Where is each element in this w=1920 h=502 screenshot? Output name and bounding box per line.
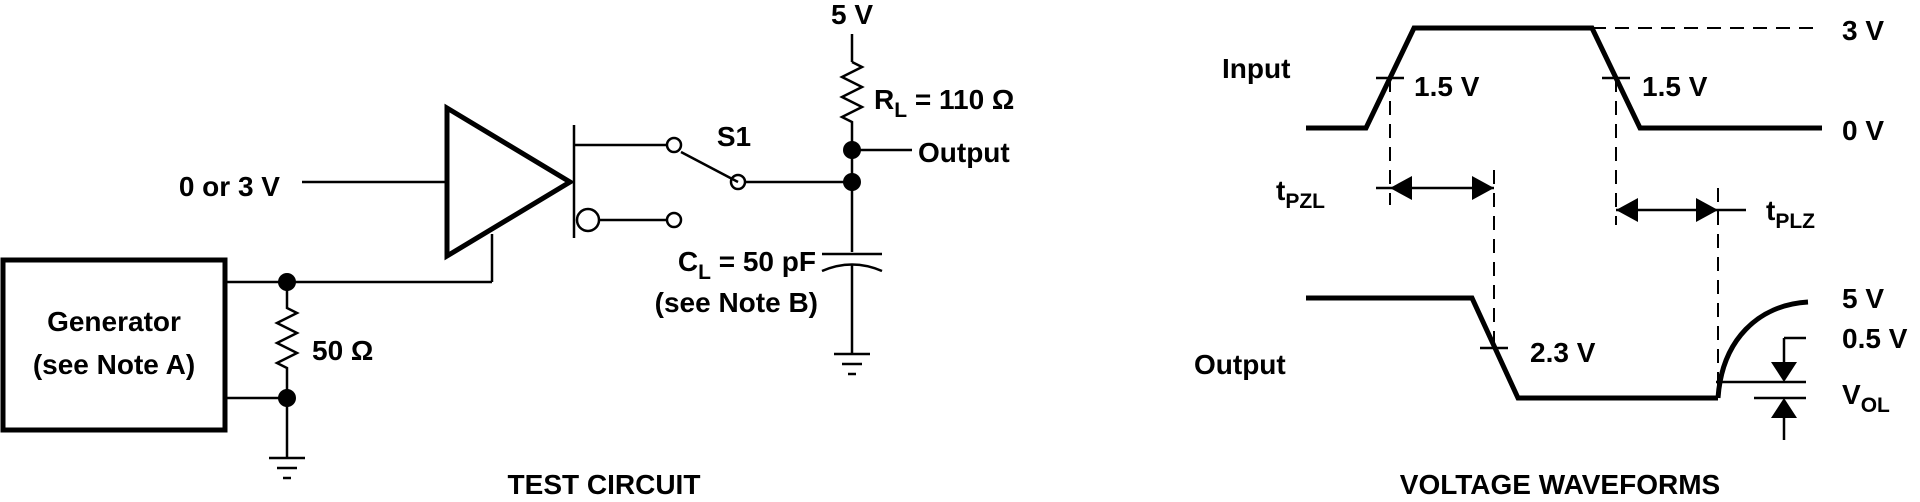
tpzl-label: tPZL — [1276, 175, 1325, 213]
vol-arrow-up — [1771, 398, 1797, 418]
voltage-waveforms: Input 3 V 0 V 1.5 V 1.5 V tPZL tPLZ Outp… — [1194, 15, 1908, 500]
ground-icon — [834, 352, 870, 376]
output-waveform — [1306, 295, 1718, 401]
cl-label: CL = 50 pF — [678, 246, 816, 284]
resistor-50-ohm — [274, 282, 300, 398]
v-5-label: 5 V — [1842, 283, 1884, 314]
ground-icon — [269, 456, 305, 480]
test-circuit: 5 V RL = 110 Ω Output S1 0 or 3 V CL = 5… — [0, 0, 1014, 500]
input-waveform — [1306, 25, 1822, 131]
v-mid-fall-label: 1.5 V — [1642, 71, 1708, 102]
v-mid-rise-label: 1.5 V — [1414, 71, 1480, 102]
v-low-label: 0 V — [1842, 115, 1884, 146]
input-level-label: 0 or 3 V — [179, 171, 280, 202]
vol-arrow-down — [1771, 362, 1797, 382]
input-waveform-label: Input — [1222, 53, 1290, 84]
v-05-label: 0.5 V — [1842, 323, 1908, 354]
output-waveform-label: Output — [1194, 349, 1286, 380]
test-circuit-caption: TEST CIRCUIT — [508, 469, 701, 500]
vol-label: VOL — [1842, 379, 1890, 417]
switch-s1 — [680, 150, 739, 184]
v-23-label: 2.3 V — [1530, 337, 1596, 368]
v-high-label: 3 V — [1842, 15, 1884, 46]
tpzl-arrow — [1390, 176, 1412, 200]
generator-label: Generator — [47, 306, 181, 337]
load-resistor-rl — [839, 60, 865, 150]
generator-note: (see Note A) — [33, 349, 195, 380]
rl-label: RL = 110 Ω — [874, 84, 1014, 122]
supply-label: 5 V — [831, 0, 873, 30]
waveforms-caption: VOLTAGE WAVEFORMS — [1400, 469, 1720, 500]
tplz-arrow — [1616, 198, 1638, 222]
generator-box — [0, 257, 228, 433]
cl-note: (see Note B) — [655, 287, 818, 318]
tplz-label: tPLZ — [1766, 195, 1815, 233]
output-node-label: Output — [918, 137, 1010, 168]
buffer-triangle — [444, 103, 575, 261]
r50-label: 50 Ω — [312, 335, 373, 366]
switch-label: S1 — [717, 121, 751, 152]
